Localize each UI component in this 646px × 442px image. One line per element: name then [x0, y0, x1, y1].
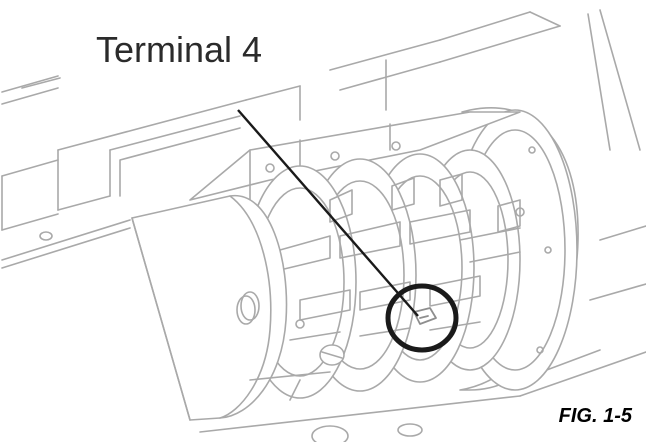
front-end-plate: [131, 195, 345, 421]
cam-discs: [243, 149, 525, 399]
leader-line: [237, 109, 419, 317]
figure-number: FIG. 1-5: [558, 405, 632, 427]
housing-frame: [1, 9, 646, 442]
top-cover: [189, 111, 521, 201]
callout-label-terminal: Terminal 4: [96, 29, 263, 70]
highlight-circle: [385, 283, 459, 353]
